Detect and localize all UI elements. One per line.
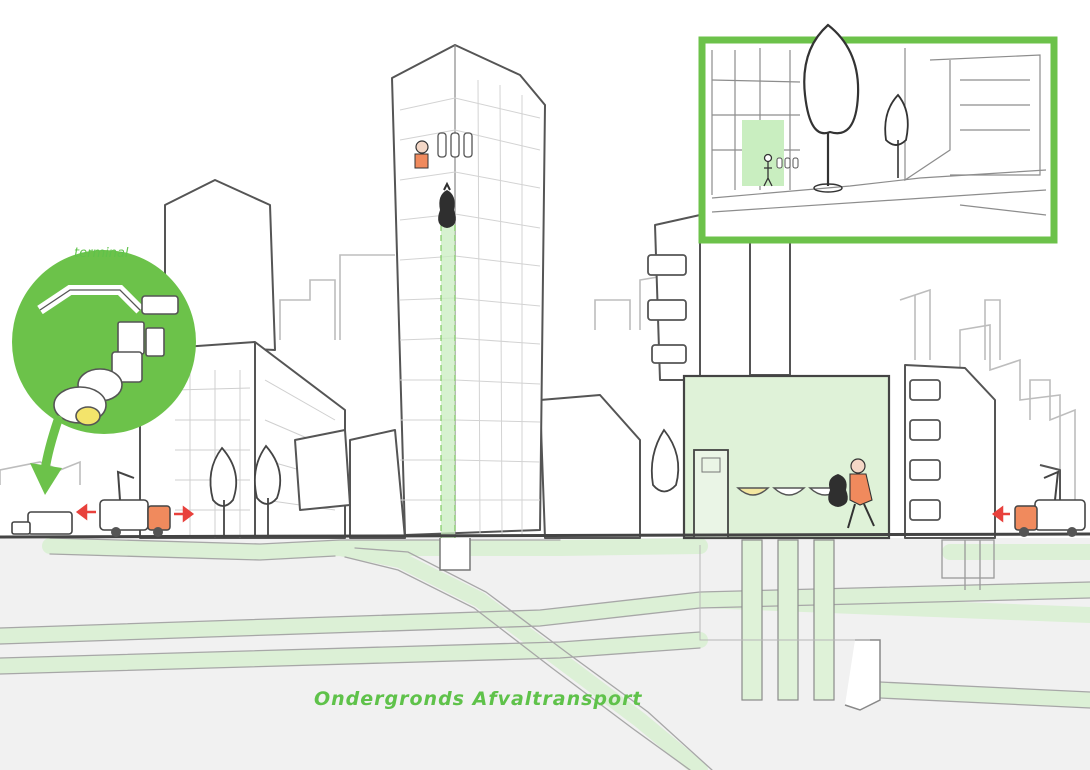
balconies bbox=[647, 254, 941, 521]
underground-structure bbox=[941, 539, 995, 590]
bin-icon bbox=[776, 157, 799, 169]
trash-bag-icon bbox=[828, 474, 848, 507]
tree-icon bbox=[209, 446, 238, 538]
person-icon bbox=[414, 140, 429, 169]
ground-line bbox=[0, 532, 1090, 539]
skyscraper bbox=[391, 44, 546, 571]
trash-bag-icon bbox=[438, 181, 456, 228]
background-skyline bbox=[0, 254, 1076, 500]
garbage-truck-icon bbox=[99, 470, 171, 537]
person-icon bbox=[763, 153, 773, 187]
red-arrow-icon bbox=[75, 503, 195, 523]
red-arrow-icon bbox=[991, 505, 1010, 523]
garbage-truck-icon bbox=[1014, 470, 1086, 537]
building-left-grid bbox=[174, 370, 336, 538]
inset-panel bbox=[698, 23, 1058, 244]
bin-icon bbox=[437, 132, 473, 158]
terminal-label: terminal bbox=[74, 246, 129, 261]
door bbox=[693, 449, 729, 539]
tree-icon bbox=[650, 428, 680, 493]
terminal-container bbox=[11, 511, 73, 535]
diagram-title: Ondergronds Afvaltransport bbox=[314, 688, 643, 710]
inset-green-wall bbox=[742, 120, 784, 186]
collection-point-building bbox=[682, 374, 891, 711]
download-arrow-icon bbox=[30, 415, 63, 495]
person-icon bbox=[847, 458, 875, 529]
tree-icon bbox=[254, 444, 282, 538]
terminal-circle bbox=[12, 250, 196, 434]
mid-buildings bbox=[294, 394, 641, 539]
